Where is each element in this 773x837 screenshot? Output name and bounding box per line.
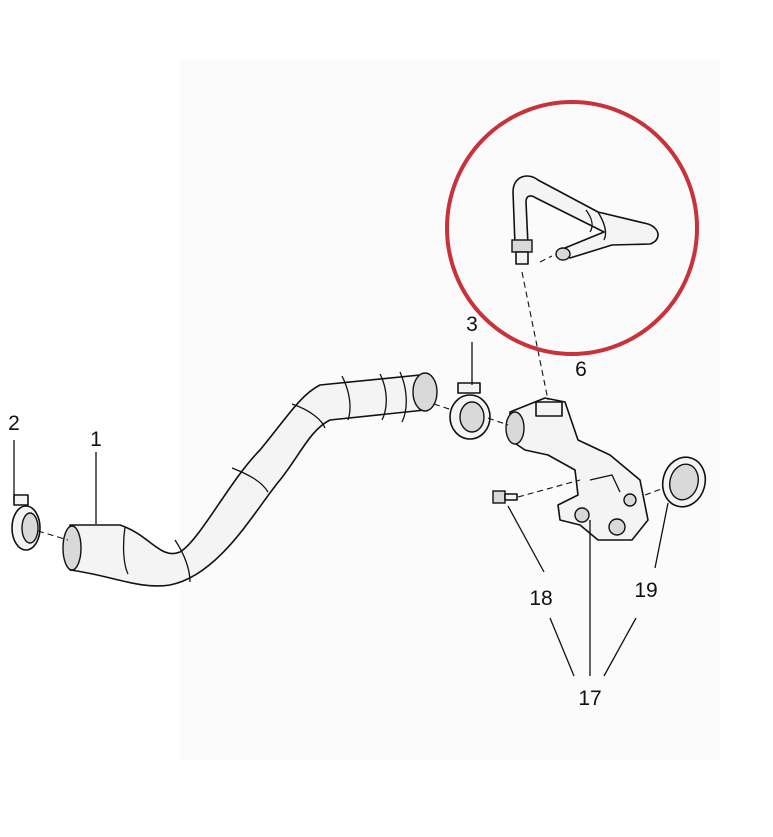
vent-hose-part-6 (511, 175, 659, 265)
leader-line-19 (654, 502, 669, 569)
assembly-line-3-17 (487, 417, 509, 426)
assembly-line-18-17 (517, 479, 581, 498)
callout-label-19: 19 (634, 579, 657, 602)
leader-line-17b (549, 617, 575, 677)
assembly-line-2-1 (37, 530, 69, 541)
assembly-line-1-3 (433, 403, 453, 411)
seal-ring-part-19 (661, 456, 707, 508)
leader-line-18 (507, 505, 545, 573)
bolt-part-18 (492, 490, 518, 504)
callout-label-18: 18 (529, 587, 552, 610)
thermostat-housing-part-17 (505, 397, 649, 541)
coolant-hose-part-1 (62, 371, 438, 587)
hose-clamp-part-2 (11, 494, 41, 551)
assembly-line-6-17 (521, 271, 549, 401)
callout-label-17: 17 (578, 687, 601, 710)
callout-label-3: 3 (466, 313, 478, 336)
assembly-line-vent-clip (539, 255, 553, 263)
background-panel (180, 60, 720, 760)
leader-line-17c (603, 617, 637, 677)
callout-label-2: 2 (8, 412, 20, 435)
callout-label-1: 1 (90, 428, 102, 451)
hose-clamp-part-3 (449, 382, 491, 440)
assembly-line-17-19 (644, 487, 665, 496)
highlight-circle (445, 100, 699, 356)
callout-label-6: 6 (575, 358, 587, 381)
